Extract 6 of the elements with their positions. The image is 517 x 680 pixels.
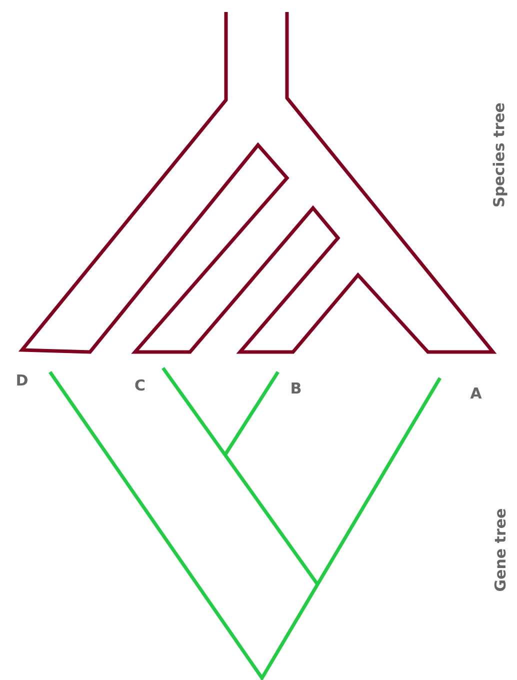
leaf-label: C [135, 379, 145, 391]
leaf-label: B [292, 382, 301, 394]
tree-label: Gene tree [494, 509, 506, 591]
leaf-label: D [17, 374, 28, 386]
leaf-label: A [470, 388, 482, 398]
tree-label: Species tree [492, 103, 508, 206]
